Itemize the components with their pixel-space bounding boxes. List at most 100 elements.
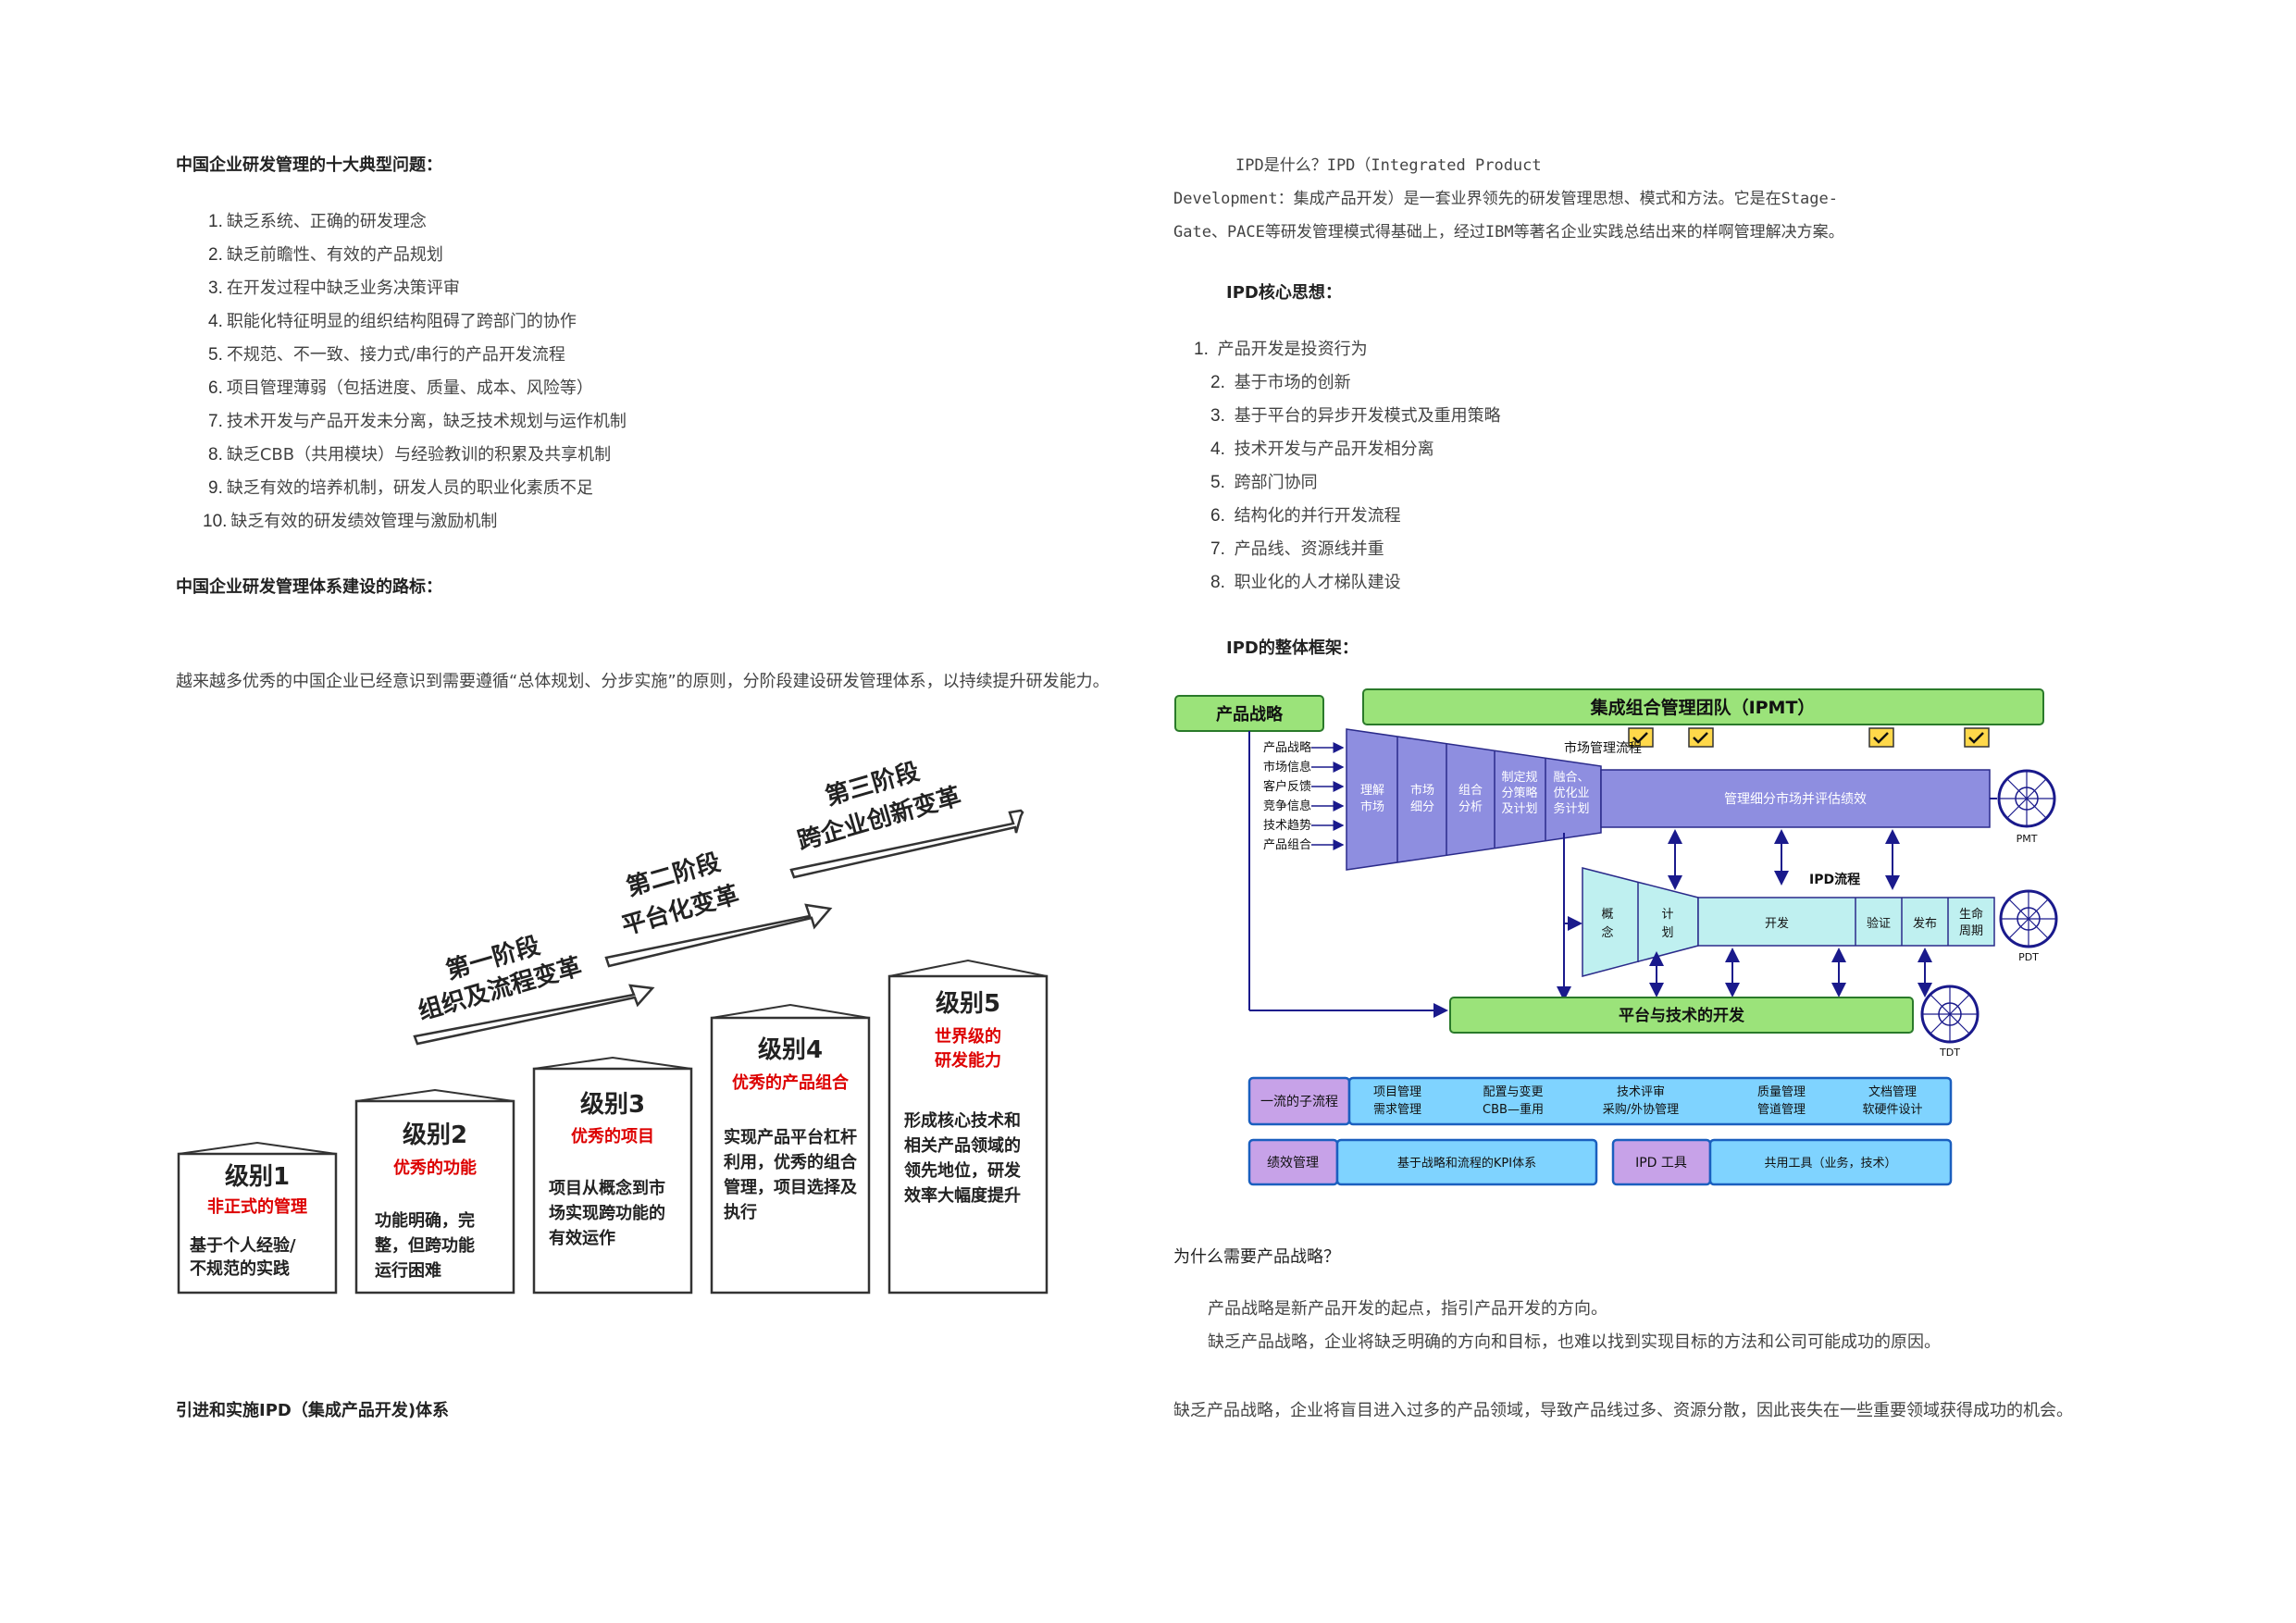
svg-text:领先地位，研发: 领先地位，研发: [904, 1160, 1022, 1181]
list-item: 5. 跨部门协同: [1210, 473, 1318, 492]
ipd-framework-diagram: 产品战略 集成组合管理团队（IPMT） 市场管理流程 产品战略 市场信息 客户反…: [1174, 688, 2058, 1186]
checkmark-icon: [1964, 727, 1990, 748]
svg-text:共用工具（业务，技术）: 共用工具（业务，技术）: [1764, 1156, 1896, 1171]
svg-text:计: 计: [1661, 908, 1673, 922]
svg-text:项目从概念到市: 项目从概念到市: [549, 1178, 665, 1198]
svg-text:管理，项目选择及: 管理，项目选择及: [724, 1177, 858, 1197]
stage-arrow: [789, 809, 1024, 879]
svg-text:基于战略和流程的KPI体系: 基于战略和流程的KPI体系: [1397, 1156, 1536, 1171]
ipd-heading: 引进和实施IPD（集成产品开发)体系: [176, 1401, 450, 1420]
list-item: 7. 产品线、资源线并重: [1210, 539, 1384, 559]
svg-text:技术趋势: 技术趋势: [1263, 818, 1311, 833]
manage-segments-bar: 管理细分市场并评估绩效: [1600, 769, 1991, 828]
svg-text:产品战略: 产品战略: [1216, 704, 1284, 725]
svg-text:非正式的管理: 非正式的管理: [207, 1196, 307, 1217]
svg-text:管道管理: 管道管理: [1757, 1103, 1806, 1117]
svg-text:不规范的实践: 不规范的实践: [190, 1258, 290, 1279]
svg-text:划: 划: [1661, 926, 1673, 940]
list-item: 9.缺乏有效的培养机制，研发人员的职业化素质不足: [208, 478, 593, 498]
svg-text:融合、: 融合、: [1553, 771, 1589, 785]
why-heading: 为什么需要产品战略？: [1173, 1247, 1340, 1267]
svg-text:IPD 工具: IPD 工具: [1635, 1156, 1687, 1171]
ipd-flow-label: IPD流程: [1809, 872, 1860, 887]
svg-text:执行: 执行: [724, 1202, 757, 1222]
intro-line: IPD是什么？IPD（Integrated Product: [1235, 156, 1542, 175]
svg-text:念: 念: [1601, 925, 1613, 940]
tools-row: IPD 工具 共用工具（业务，技术）: [1611, 1138, 1953, 1186]
performance-row: 绩效管理 基于战略和流程的KPI体系: [1247, 1138, 1598, 1186]
svg-text:级别1: 级别1: [225, 1162, 290, 1191]
svg-text:集成组合管理团队（IPMT）: 集成组合管理团队（IPMT）: [1590, 697, 1816, 718]
why-paragraph: 缺乏产品战略，企业将盲目进入过多的产品领域，导致产品线过多、资源分散，因此丧失在…: [1173, 1401, 2073, 1420]
level-box: 级别3 优秀的项目 项目从概念到市 场实现跨功能的 有效运作: [532, 1056, 693, 1295]
svg-text:理解: 理解: [1360, 784, 1384, 798]
framework-heading: IPD的整体框架：: [1226, 638, 1359, 658]
intro-line: Development：集成产品开发）是一套业界领先的研发管理思想、模式和方法。…: [1173, 190, 1838, 208]
svg-text:产品组合: 产品组合: [1263, 838, 1311, 852]
svg-text:世界级的: 世界级的: [935, 1026, 1001, 1047]
svg-text:及计划: 及计划: [1501, 802, 1537, 816]
svg-text:研发能力: 研发能力: [935, 1050, 1001, 1071]
checkmark-icon: [1868, 727, 1894, 748]
checkmark-icon: [1688, 727, 1714, 748]
checkmark-icon: [1628, 727, 1654, 748]
svg-text:基于个人经验/: 基于个人经验/: [189, 1235, 296, 1256]
svg-text:技术评审: 技术评审: [1617, 1085, 1665, 1099]
svg-text:市场信息: 市场信息: [1263, 760, 1311, 774]
pdt-wheel-icon: PDT: [1999, 889, 2058, 963]
svg-text:产品战略: 产品战略: [1263, 740, 1311, 755]
list-item: 1.缺乏系统、正确的研发理念: [208, 212, 427, 231]
svg-text:概: 概: [1601, 908, 1613, 922]
list-item: 2. 基于市场的创新: [1210, 373, 1351, 392]
svg-text:周期: 周期: [1959, 924, 1983, 938]
svg-text:平台与技术的开发: 平台与技术的开发: [1619, 1006, 1745, 1025]
svg-text:制定规: 制定规: [1501, 771, 1537, 785]
svg-text:整，但跨功能: 整，但跨功能: [374, 1235, 475, 1256]
core-heading: IPD核心思想：: [1226, 283, 1342, 303]
svg-text:级别5: 级别5: [936, 989, 1000, 1018]
why-paragraph: 产品战略是新产品开发的起点，指引产品开发的方向。: [1208, 1299, 1607, 1319]
svg-text:文档管理: 文档管理: [1868, 1085, 1917, 1099]
tdt-wheel-icon: TDT: [1920, 985, 1980, 1059]
list-item: 10.缺乏有效的研发绩效管理与激励机制: [203, 512, 498, 531]
roadmap-figure: 第一阶段 组织及流程变革 第二阶段 平台化变革 第三阶段 跨企业创新变革 级别1…: [177, 757, 1049, 1295]
svg-text:市场: 市场: [1410, 783, 1434, 798]
ipd-steps: 概 念 计 划 开发 验证 发布 生命 周期: [1601, 907, 1983, 940]
svg-text:细分: 细分: [1410, 800, 1434, 814]
svg-text:需求管理: 需求管理: [1373, 1103, 1421, 1117]
level-box: 级别1 非正式的管理 基于个人经验/ 不规范的实践: [177, 1141, 338, 1295]
svg-text:形成核心技术和: 形成核心技术和: [904, 1110, 1021, 1131]
svg-text:务计划: 务计划: [1553, 801, 1589, 816]
product-strategy-box: 产品战略: [1174, 695, 1324, 732]
svg-text:分策略: 分策略: [1501, 786, 1537, 800]
market-steps: 理解 市场 市场 细分 组合 分析 制定规 分策略 及计划 融合、 优化业 务计…: [1360, 771, 1590, 816]
platform-bar: 平台与技术的开发: [1449, 997, 1914, 1034]
svg-text:采购/外协管理: 采购/外协管理: [1603, 1102, 1679, 1117]
intro-line: Gate、PACE等研发管理模式得基础上，经过IBM等著名企业实践总结出来的样啊…: [1173, 223, 1844, 242]
problems-list: 1.缺乏系统、正确的研发理念 2.缺乏前瞻性、有效的产品规划 3.在开发过程中缺…: [203, 205, 627, 539]
svg-text:级别3: 级别3: [580, 1090, 645, 1119]
svg-text:PMT: PMT: [2017, 833, 2038, 845]
svg-text:验证: 验证: [1867, 916, 1891, 931]
svg-text:实现产品平台杠杆: 实现产品平台杠杆: [724, 1127, 857, 1147]
market-process-label: 市场管理流程: [1564, 740, 1642, 756]
list-item: 6.项目管理薄弱（包括进度、质量、成本、风险等）: [208, 378, 593, 398]
level-box: 级别5 世界级的 研发能力 形成核心技术和 相关产品领域的 领先地位，研发 效率…: [887, 959, 1049, 1295]
list-item: 1. 产品开发是投资行为: [1194, 340, 1368, 359]
svg-text:相关产品领域的: 相关产品领域的: [904, 1135, 1021, 1156]
svg-text:分析: 分析: [1458, 800, 1483, 814]
list-item: 3. 基于平台的异步开发模式及重用策略: [1210, 406, 1501, 426]
svg-text:级别4: 级别4: [758, 1035, 823, 1064]
svg-text:CBB—重用: CBB—重用: [1483, 1102, 1544, 1117]
list-item: 4. 技术开发与产品开发相分离: [1210, 440, 1434, 459]
svg-text:PDT: PDT: [2018, 951, 2039, 963]
svg-text:效率大幅度提升: 效率大幅度提升: [904, 1185, 1021, 1206]
svg-text:级别2: 级别2: [403, 1121, 467, 1149]
pmt-wheel-icon: PMT: [1997, 769, 2056, 845]
list-item: 8.缺乏CBB（共用模块）与经验教训的积累及共享机制: [208, 445, 612, 465]
svg-text:绩效管理: 绩效管理: [1267, 1156, 1319, 1171]
svg-text:运行困难: 运行困难: [375, 1260, 441, 1281]
svg-text:优秀的产品组合: 优秀的产品组合: [732, 1072, 850, 1093]
list-item: 2.缺乏前瞻性、有效的产品规划: [208, 245, 443, 265]
roadmap-paragraph: 越来越多优秀的中国企业已经意识到需要遵循“总体规划、分步实施”的原则，分阶段建设…: [176, 672, 1110, 691]
